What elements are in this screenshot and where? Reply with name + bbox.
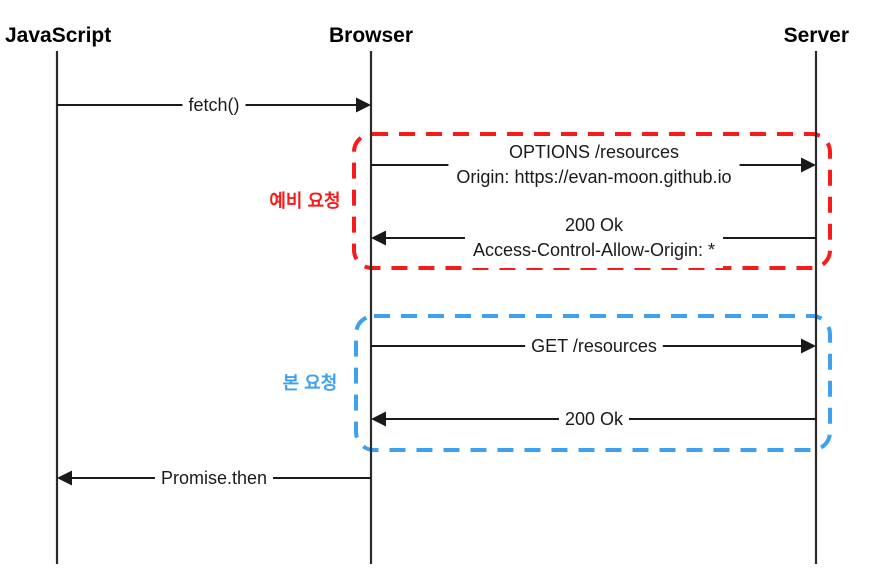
message-label: GET /resources bbox=[531, 336, 657, 356]
message-label-backdrop bbox=[558, 409, 630, 429]
arrow-head-icon bbox=[57, 470, 72, 486]
group-label-preflight: 예비 요청 bbox=[262, 188, 348, 214]
group-label-text: 예비 요청 bbox=[269, 191, 340, 211]
message-label: Promise.then bbox=[161, 468, 267, 488]
arrow-head-icon bbox=[801, 338, 816, 354]
actor-label-server: Server bbox=[784, 24, 849, 47]
message-label-backdrop bbox=[182, 95, 246, 115]
arrow-head-icon bbox=[371, 411, 386, 427]
actor-label-javascript: JavaScript bbox=[5, 24, 111, 47]
actor-headers-layer: JavaScript Browser Server bbox=[5, 24, 849, 47]
group-box-actual bbox=[354, 314, 832, 452]
group-label-text: 본 요청 bbox=[283, 373, 338, 393]
group-labels-layer: 예비 요청본 요청 bbox=[262, 188, 348, 396]
message-fetch: fetch() bbox=[57, 95, 371, 115]
message-label: fetch() bbox=[188, 95, 239, 115]
message-label-backdrop bbox=[525, 336, 663, 356]
actor-label-browser: Browser bbox=[329, 24, 413, 47]
group-label-actual: 본 요청 bbox=[275, 370, 345, 396]
message-label: 200 Ok bbox=[565, 409, 624, 429]
message-preflight-response: 200 Ok Access-Control-Allow-Origin: * bbox=[371, 212, 816, 268]
group-label-backdrop bbox=[275, 370, 345, 396]
message-label: Access-Control-Allow-Origin: * bbox=[473, 240, 715, 260]
arrow-head-icon bbox=[371, 230, 386, 246]
message-get-response: 200 Ok bbox=[371, 409, 816, 429]
arrow-head-icon bbox=[801, 157, 816, 173]
message-label: Origin: https://evan-moon.github.io bbox=[456, 167, 731, 187]
message-label: 200 Ok bbox=[565, 215, 624, 235]
message-label: OPTIONS /resources bbox=[509, 142, 679, 162]
message-label-backdrop bbox=[154, 468, 274, 488]
arrow-head-icon bbox=[356, 97, 371, 113]
message-get-request: GET /resources bbox=[371, 336, 816, 356]
message-promise-then: Promise.then bbox=[57, 468, 371, 488]
message-label-backdrop bbox=[448, 139, 740, 195]
message-label-backdrop bbox=[464, 212, 724, 268]
group-label-backdrop bbox=[262, 188, 348, 214]
